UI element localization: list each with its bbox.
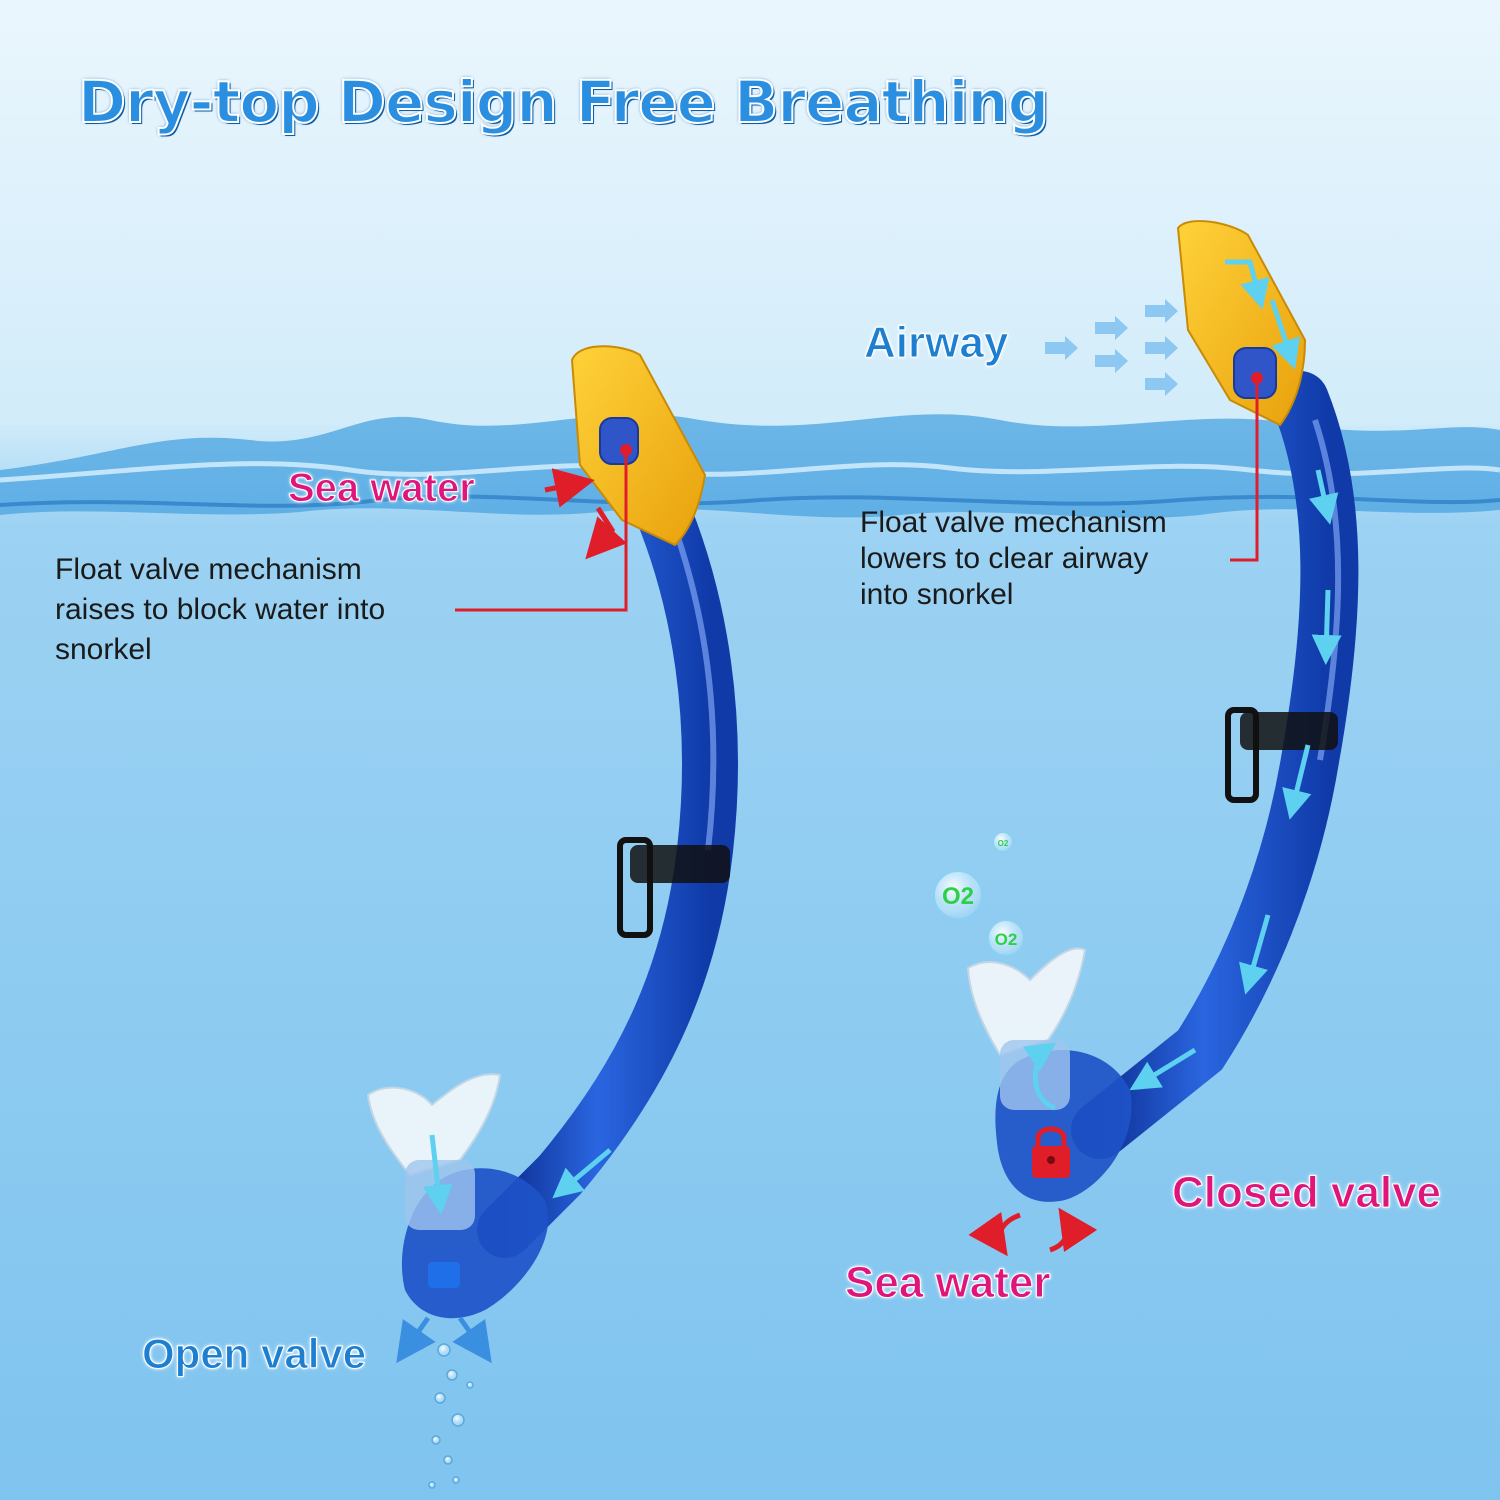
water-surface-highlight bbox=[0, 461, 1500, 483]
left-sea-water-arrow bbox=[544, 468, 595, 508]
right-flow-arrow bbox=[1311, 589, 1342, 665]
o2-label: O2 bbox=[995, 930, 1018, 949]
left-mouthpiece bbox=[366, 1073, 502, 1177]
airway-label: Airway bbox=[863, 318, 1009, 368]
right-flow-arrow bbox=[1239, 914, 1271, 995]
left-sea-water-label: Sea water bbox=[288, 466, 476, 511]
left-snorkel bbox=[366, 345, 738, 1489]
o2-bubble bbox=[933, 870, 983, 920]
left-description-line: Float valve mechanism bbox=[55, 553, 362, 586]
o2-bubble bbox=[992, 831, 1014, 853]
right-description-line: Float valve mechanism bbox=[860, 506, 1167, 539]
right-clip-band bbox=[1240, 712, 1338, 750]
left-exhaust-bubbles bbox=[428, 1343, 474, 1489]
left-valve-indicator bbox=[428, 1262, 460, 1288]
left-exhaust-arrow bbox=[396, 1316, 436, 1364]
o2-label: O2 bbox=[998, 839, 1009, 848]
lock-icon bbox=[1032, 1126, 1070, 1178]
right-sea-water-label: Sea water bbox=[844, 1258, 1051, 1308]
left-tube-highlight bbox=[669, 518, 717, 851]
left-callout-line bbox=[455, 452, 628, 612]
right-mouthpiece bbox=[966, 947, 1087, 1057]
left-description-line: snorkel bbox=[55, 633, 152, 666]
right-sea-water-arrow bbox=[1049, 1207, 1098, 1253]
right-snorkel bbox=[966, 220, 1359, 1257]
right-description-line: lowers to clear airway bbox=[860, 542, 1149, 575]
right-inhale-arrow bbox=[1023, 1042, 1057, 1111]
right-mask-clip bbox=[1225, 707, 1259, 803]
left-float-window bbox=[599, 417, 639, 465]
left-clip-band bbox=[630, 845, 730, 883]
right-airflow-arrow bbox=[1269, 299, 1300, 370]
left-description-line: raises to block water into bbox=[55, 593, 386, 626]
right-airflow-arrow bbox=[1225, 259, 1270, 310]
left-exhaust-arrow bbox=[452, 1316, 492, 1364]
right-callout-line bbox=[1230, 380, 1259, 562]
left-description: Float valve mechanism raises to block wa… bbox=[55, 550, 385, 670]
right-description: Float valve mechanism lowers to clear ai… bbox=[860, 505, 1167, 613]
o2-bubble bbox=[987, 919, 1025, 957]
water-surface-shadow bbox=[0, 494, 1500, 508]
closed-valve-label: Closed valve bbox=[1171, 1168, 1442, 1218]
airway-arrows bbox=[1045, 299, 1178, 396]
left-float-dot bbox=[620, 444, 632, 456]
right-sea-water-arrow bbox=[968, 1211, 1021, 1257]
left-flow-arrow bbox=[422, 1134, 453, 1215]
right-float-dot bbox=[1251, 372, 1263, 384]
open-valve-label: Open valve bbox=[141, 1330, 367, 1378]
right-flow-arrow bbox=[1129, 1047, 1197, 1091]
right-description-line: into snorkel bbox=[860, 578, 1014, 611]
page-title: Dry-top Design Free Breathing bbox=[77, 67, 1050, 137]
left-flow-arrow bbox=[552, 1148, 612, 1199]
left-mask-clip bbox=[617, 837, 653, 938]
o2-label: O2 bbox=[942, 883, 974, 910]
right-tube-highlight bbox=[1312, 419, 1342, 761]
right-flow-arrow bbox=[1282, 744, 1312, 820]
right-flow-arrow bbox=[1309, 469, 1339, 525]
water-surface bbox=[0, 414, 1500, 518]
left-sea-water-arrow bbox=[585, 506, 627, 560]
oxygen-bubbles: O2 O2 O2 bbox=[933, 831, 1025, 957]
